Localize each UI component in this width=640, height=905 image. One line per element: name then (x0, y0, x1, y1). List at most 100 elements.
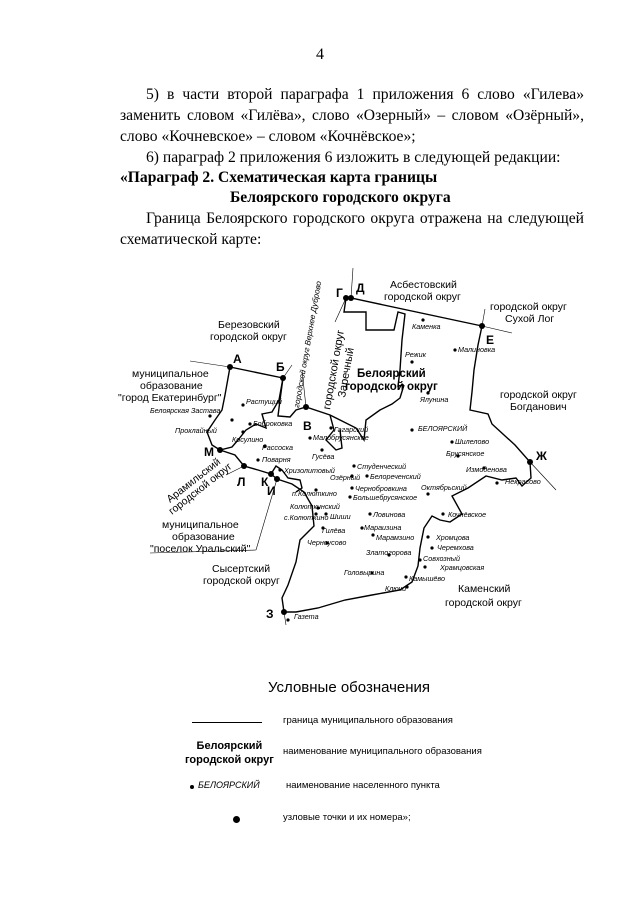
settlement-label: Гагарский (334, 425, 368, 434)
neighbor-bogdanovich-1: городской округ (500, 389, 577, 401)
settlement-label: Белоярская Застава (150, 406, 220, 415)
neighbor-asbestovsky-2: городской округ (384, 291, 461, 303)
node-point-icon (343, 295, 349, 301)
node-label: Б (276, 360, 285, 374)
node-label: Л (237, 475, 245, 489)
neighbor-ekaterinburg-3: "город Екатеринбург" (118, 392, 222, 404)
node-point-icon (348, 295, 354, 301)
node-label: К (261, 475, 269, 489)
neighbor-berezovsky-2: городской округ (210, 331, 287, 343)
settlement-label: Совхозный (423, 554, 460, 563)
node-point-icon (479, 323, 485, 329)
legend-line-symbol (192, 722, 262, 723)
settlement-dot-icon (325, 541, 329, 545)
legend-title: Условные обозначения (268, 679, 431, 696)
settlement-label: Студенческий (357, 462, 406, 471)
neighbor-uralsky-1: муниципальное (162, 519, 239, 531)
node-label: З (266, 607, 274, 621)
settlement-dot-icon (230, 418, 234, 422)
node-label: Г (336, 286, 343, 300)
settlement-dot-icon (405, 585, 409, 589)
legend-text-settlement: наименование населенного пункта (286, 780, 440, 791)
legend-text-region: наименование муниципального образования (283, 746, 482, 757)
settlement-dot-icon (321, 526, 325, 530)
settlement-label: Растущий (246, 397, 282, 406)
neighbor-berezovsky-1: Березовский (218, 319, 280, 331)
neighbor-uralsky-2: образование (172, 531, 235, 543)
settlement-label: Колюткинский (290, 502, 340, 511)
legend-symbol-settlement: БЕЛОЯРСКИЙ (198, 780, 260, 790)
settlement-label: Камышёво (409, 574, 445, 583)
settlement-label: Малобрусянское (313, 433, 369, 442)
settlement-dot-icon (350, 486, 354, 490)
legend-text-boundary: граница муниципального образования (283, 715, 453, 726)
settlement-dot-icon (365, 474, 369, 478)
legend-settlement-dot-icon (190, 785, 194, 789)
node-point-icon (274, 476, 280, 482)
settlement-label: Некрасово (505, 477, 541, 486)
settlement-label: Ловинова (372, 510, 405, 519)
neighbor-verkhneye-dubrovo: городской округ Верхнее Дуброво (292, 280, 323, 408)
settlement-label: Гусёва (312, 452, 334, 461)
settlement-dot-icon (441, 512, 445, 516)
settlement-label: Мараизина (364, 523, 401, 532)
settlement-dot-icon (450, 440, 454, 444)
page-number: 4 (316, 46, 324, 63)
settlement-label: Проклайный (175, 426, 217, 435)
settlement-dot-icon (324, 512, 328, 516)
settlement-label: Режик (405, 350, 427, 359)
settlement-label: Поварня (262, 455, 291, 464)
node-label: Е (486, 333, 494, 347)
node-point-icon (217, 447, 223, 453)
neighbor-kamensky-1: Каменский (458, 583, 511, 595)
legend-symbol-region: Белоярский городской округ (185, 739, 274, 767)
settlement-label: Каменка (412, 322, 441, 331)
boundary-west (276, 478, 315, 613)
settlement-dot-icon (329, 426, 333, 430)
document-body: 5) в части второй параграфа 1 приложения… (120, 84, 584, 250)
settlement-label: Большебрусянское (353, 493, 417, 502)
neighbor-sysert-1: Сысертский (212, 563, 270, 575)
legend-symbol-region-1: Белоярский (196, 740, 263, 752)
neighbor-sukhoi-log-1: городской округ (490, 301, 567, 313)
settlement-dot-icon (316, 506, 320, 510)
node-point-icon (527, 459, 533, 465)
settlement-label: Марамзино (376, 533, 414, 542)
settlement-dot-icon (421, 318, 425, 322)
neighbor-sukhoi-log-2: Сухой Лог (505, 313, 554, 325)
settlement-dot-icon (426, 535, 430, 539)
node-label: Ж (535, 449, 547, 463)
legend-node-dot-icon (233, 816, 240, 823)
boundary-zarechny-north (343, 297, 406, 387)
region-name-line-1: Белоярский (357, 368, 426, 380)
settlement-label: Храмцовская (439, 563, 484, 572)
settlement-dot-icon (423, 565, 427, 569)
settlement-label: Газета (294, 612, 319, 621)
settlement-label: Ялунина (419, 395, 448, 404)
settlement-label: Ключи (385, 584, 406, 593)
node-point-icon (227, 364, 233, 370)
settlement-label: Малиновка (458, 345, 495, 354)
settlement-dot-icon (387, 553, 391, 557)
settlement-dot-icon (482, 466, 486, 470)
settlement-label: п.Колюткино (292, 489, 337, 498)
settlement-label: Брусянское (446, 449, 484, 458)
settlement-label: Измоденова (466, 465, 507, 474)
region-name-line-2: городской округ (345, 381, 438, 393)
settlement-label: Головырина (344, 568, 384, 577)
boundary-zarechny (325, 414, 343, 451)
settlement-dot-icon (320, 448, 324, 452)
settlement-label: Рассоска (262, 443, 293, 452)
settlement-label: Хромцова (435, 533, 469, 542)
node-point-icon (303, 404, 309, 410)
neighbor-ekaterinburg-1: муниципальное (132, 368, 209, 380)
settlement-dot-icon (368, 512, 372, 516)
settlement-dot-icon (430, 546, 434, 550)
settlement-dot-icon (404, 575, 408, 579)
boundary-ekaterinburg (206, 366, 284, 451)
neighbor-sysert-2: городской округ (203, 575, 280, 587)
node-label: А (233, 352, 242, 366)
settlement-label: Кочнёвское (448, 510, 486, 519)
